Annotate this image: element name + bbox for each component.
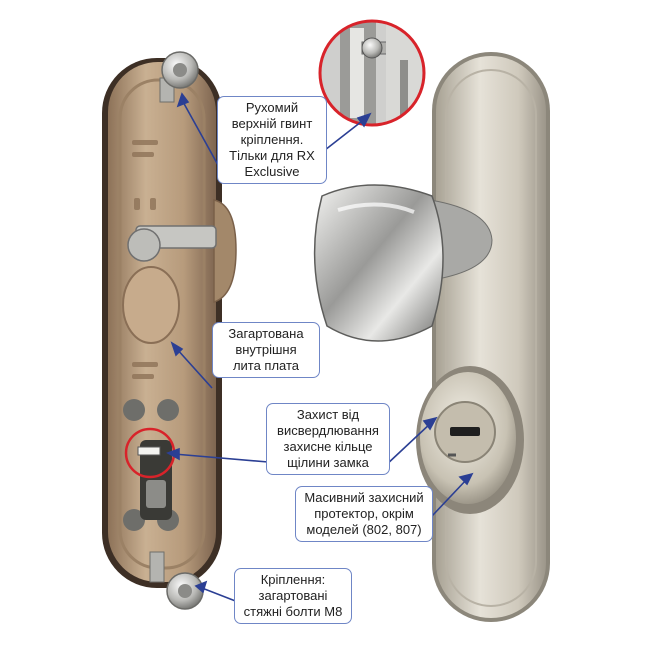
inner-cast-plate	[102, 58, 237, 588]
callout-line: внутрішня	[235, 342, 297, 357]
callout-top-screw: Рухомий верхній гвинт кріплення. Тільки …	[217, 96, 327, 184]
top-screw	[159, 51, 199, 103]
callout-line: загартовані	[258, 588, 328, 603]
callout-line: протектор, окрім	[314, 506, 414, 521]
callout-drill-protection: Захист від висвердлювання захисне кільце…	[266, 403, 390, 475]
callout-line: лита плата	[232, 358, 300, 373]
callout-line: Рухомий	[245, 100, 299, 115]
callout-line: Exclusive	[244, 164, 300, 179]
callout-bolts: Кріплення: загартовані стяжні болти М8	[234, 568, 352, 624]
door-knob	[313, 184, 493, 342]
cylinder-protector	[416, 366, 524, 514]
callout-protector: Масивний захисний протектор, окрім модел…	[295, 486, 433, 542]
callout-line: Загартована	[228, 326, 304, 341]
callout-line: Тільки для RX	[229, 148, 315, 163]
inset-detail-circle	[318, 19, 426, 127]
callout-line: Захист від	[296, 407, 360, 422]
callout-line: кріплення.	[240, 132, 304, 147]
callout-line: Масивний захисний	[304, 490, 424, 505]
callout-line: стяжні болти М8	[243, 604, 343, 619]
callout-line: захисне кільце	[283, 439, 373, 454]
callout-line: щілини замка	[287, 455, 369, 470]
callout-line: верхній гвинт	[231, 116, 313, 131]
leader-lines	[166, 92, 474, 603]
front-escutcheon-plate	[432, 52, 550, 622]
callout-line: моделей (802, 807)	[306, 522, 422, 537]
callout-line: Кріплення:	[260, 572, 326, 587]
callout-cast-plate: Загартована внутрішня лита плата	[212, 322, 320, 378]
bottom-bolt	[149, 551, 204, 610]
callout-line: висвердлювання	[277, 423, 379, 438]
